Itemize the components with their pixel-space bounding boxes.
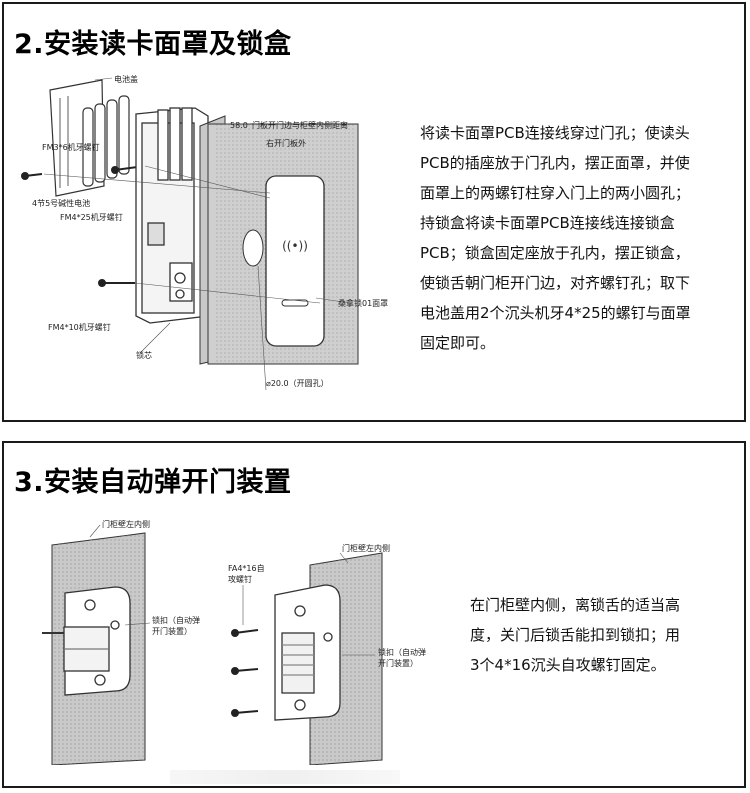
- label-distance-note: 门板开门边与柜壁内侧距离: [252, 120, 348, 130]
- reader-face-cover-shape: ((•)): [265, 175, 325, 347]
- faded-watermark: [170, 770, 400, 784]
- auto-open-description: 在门柜壁内侧，离锁舌的适当高 度，关门后锁舌能扣到锁扣；用 3个4*16沉头自攻…: [470, 590, 730, 680]
- label-distance-value: 58.0: [230, 121, 248, 130]
- label-face-cover: 桑拿锁01面罩: [338, 298, 388, 308]
- label-door-outer: 右开门板外: [266, 138, 306, 148]
- label-latch-2-line1: 锁扣（自动弹: [378, 647, 426, 657]
- screw-fm4-10-shape: [98, 279, 135, 287]
- label-screw-fa4-line2: 攻螺钉: [228, 574, 252, 584]
- description-line: 度，关门后锁舌能扣到锁扣；用: [470, 626, 681, 644]
- svg-text:((•)): ((•)): [282, 239, 308, 253]
- description-line: 将读卡面罩PCB连接线穿过门孔；使读头: [420, 124, 690, 142]
- auto-open-device-diagram: 门柜壁左内侧 锁扣（自动弹 开门装置） FA4*16自 攻螺钉 门柜壁左内侧 锁…: [42, 519, 426, 765]
- label-screw-fm4-25: FM4*25机牙螺钉: [60, 212, 123, 222]
- label-screw-fm3: FM3*6机牙螺钉: [42, 142, 100, 152]
- label-hole: ⌀20.0（开圆孔）: [266, 379, 329, 388]
- latch-device-2-shape: [274, 584, 341, 721]
- section-title-reader: 2.安装读卡面罩及锁盒: [14, 29, 292, 60]
- label-lock-core: 锁芯: [136, 350, 152, 360]
- description-line: 电池盖用2个沉头机牙4*25的螺钉与面罩: [420, 304, 691, 322]
- label-latch-1-line1: 锁扣（自动弹: [152, 615, 200, 625]
- label-latch-1-line2: 开门装置）: [152, 626, 192, 636]
- description-line: 持锁盒将读卡面罩PCB连接线连接锁盒: [420, 214, 675, 232]
- latch-device-1-shape: [42, 586, 131, 696]
- screw-fm3-shape: [21, 172, 43, 180]
- description-line: PCB的插座放于门孔内，摆正面罩，并使: [420, 154, 690, 172]
- label-wall-left-2: 门柜壁左内侧: [342, 543, 390, 553]
- door-hole-shape: [242, 229, 264, 267]
- battery-pack-shape: [82, 95, 130, 187]
- screw-fa4-16-shape: [231, 629, 259, 717]
- reader-install-description: 将读卡面罩PCB连接线穿过门孔；使读头 PCB的插座放于门孔内，摆正面罩，并使 …: [420, 118, 738, 358]
- description-line: PCB；锁盒固定座放于孔内，摆正锁盒，: [420, 244, 690, 262]
- label-wall-left-1: 门柜壁左内侧: [102, 519, 150, 529]
- lock-box-shape: [135, 107, 209, 324]
- label-screw-fa4-line1: FA4*16自: [228, 563, 265, 573]
- label-screw-fm4-10: FM4*10机牙螺钉: [48, 322, 111, 332]
- description-line: 面罩上的两螺钉柱穿入门上的两小圆孔；: [420, 184, 691, 202]
- section-install-reader-panel: [2, 2, 746, 422]
- description-line: 3个4*16沉头自攻螺钉固定。: [470, 656, 666, 674]
- label-battery-cover: 电池盖: [114, 74, 138, 84]
- description-line: 固定即可。: [420, 334, 496, 352]
- label-battery: 4节5号碱性电池: [32, 198, 90, 208]
- label-latch-2-line2: 开门装置）: [378, 658, 418, 668]
- section-title-auto-open: 3.安装自动弹开门装置: [14, 467, 292, 498]
- reader-installation-diagram: ((•)) 电池盖 FM3*6机牙螺钉 4节5号碱性电池 FM4*25机牙螺钉 …: [21, 74, 388, 391]
- description-line: 使锁舌朝门柜开门边，对齐螺钉孔；取下: [420, 274, 691, 292]
- description-line: 在门柜壁内侧，离锁舌的适当高: [470, 596, 681, 614]
